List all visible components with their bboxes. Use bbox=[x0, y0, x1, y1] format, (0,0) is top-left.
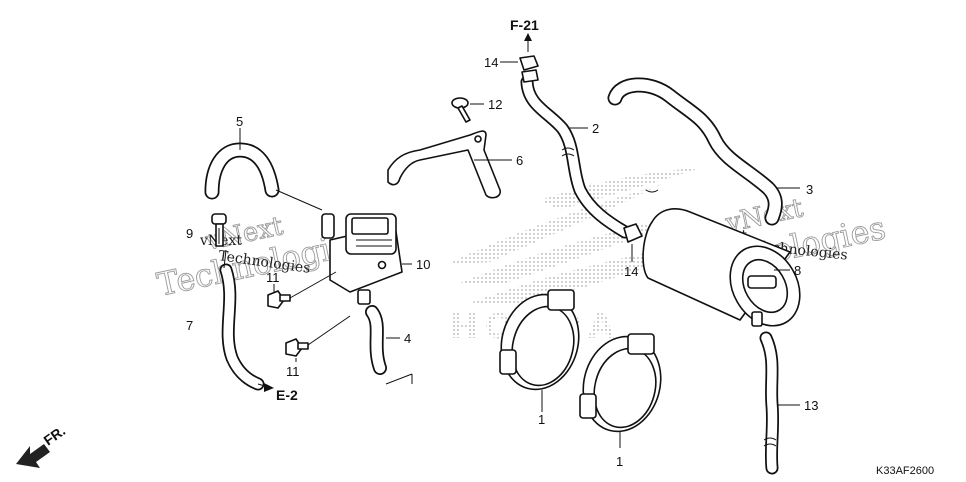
clamp-part-14-mid bbox=[623, 223, 643, 262]
ref-label-f21: F-21 bbox=[510, 17, 539, 33]
diagram-code: K33AF2600 bbox=[876, 465, 934, 477]
callout-label: 14 bbox=[484, 55, 498, 70]
bolt-part-11-upper bbox=[267, 271, 337, 309]
hose-part-2 bbox=[520, 75, 632, 239]
hose-part-5 bbox=[204, 128, 323, 211]
valve-part-10 bbox=[321, 213, 412, 305]
screw-part-12 bbox=[451, 97, 484, 123]
bracket-part-6 bbox=[387, 130, 512, 199]
callout-label: 2 bbox=[592, 121, 599, 136]
hose-part-13 bbox=[759, 331, 800, 475]
callout-label: 10 bbox=[416, 257, 430, 272]
callout-label: 13 bbox=[804, 398, 818, 413]
callout-label: 1 bbox=[616, 454, 623, 469]
callout-label: 7 bbox=[186, 318, 193, 333]
canister-part-8 bbox=[642, 208, 801, 327]
callout-label: 11 bbox=[266, 270, 280, 285]
connector-part-9 bbox=[211, 213, 227, 247]
callout-label: 4 bbox=[404, 331, 411, 346]
arrow-icon-up bbox=[524, 33, 532, 52]
callout-label: 5 bbox=[236, 114, 243, 129]
hose-part-4 bbox=[365, 305, 413, 385]
callout-label: 1 bbox=[538, 412, 545, 427]
callout-label: 14 bbox=[624, 264, 638, 279]
front-label: FR. bbox=[41, 422, 69, 448]
front-arrow-icon bbox=[16, 444, 50, 468]
band-clamp-part-1-left bbox=[499, 289, 580, 412]
bolt-part-11-lower bbox=[285, 315, 351, 362]
callout-label: 6 bbox=[516, 153, 523, 168]
callout-label: 12 bbox=[488, 97, 502, 112]
arrow-icon-down-left bbox=[257, 383, 274, 392]
hose-part-7 bbox=[219, 249, 265, 391]
callout-label: 3 bbox=[806, 182, 813, 197]
clamp-part-14-top bbox=[500, 55, 539, 83]
hose-part-3 bbox=[607, 77, 800, 226]
ref-label-e2: E-2 bbox=[276, 387, 298, 403]
callout-label: 11 bbox=[286, 364, 300, 379]
band-clamp-part-1-right bbox=[579, 333, 662, 448]
callout-label: 9 bbox=[186, 226, 193, 241]
callout-label: 8 bbox=[794, 263, 801, 278]
